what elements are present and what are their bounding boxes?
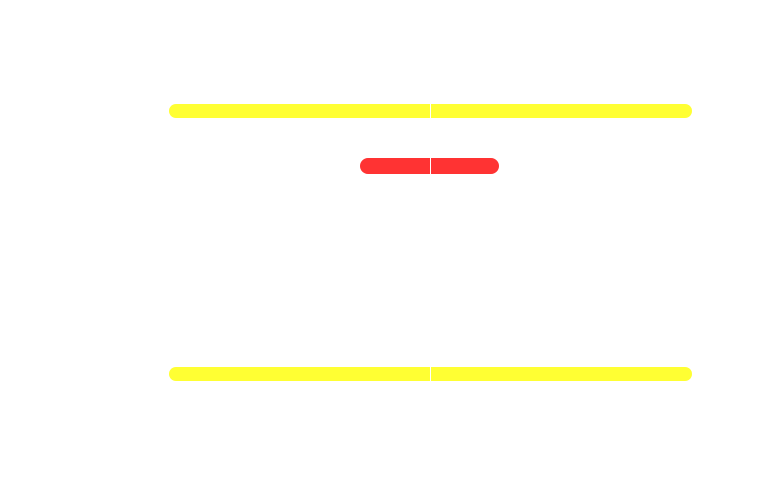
top-bar-center-divider (430, 103, 431, 119)
bottom-bar-center-divider (430, 366, 431, 382)
middle-red-bar (360, 158, 499, 174)
middle-bar-center-divider (430, 157, 431, 175)
